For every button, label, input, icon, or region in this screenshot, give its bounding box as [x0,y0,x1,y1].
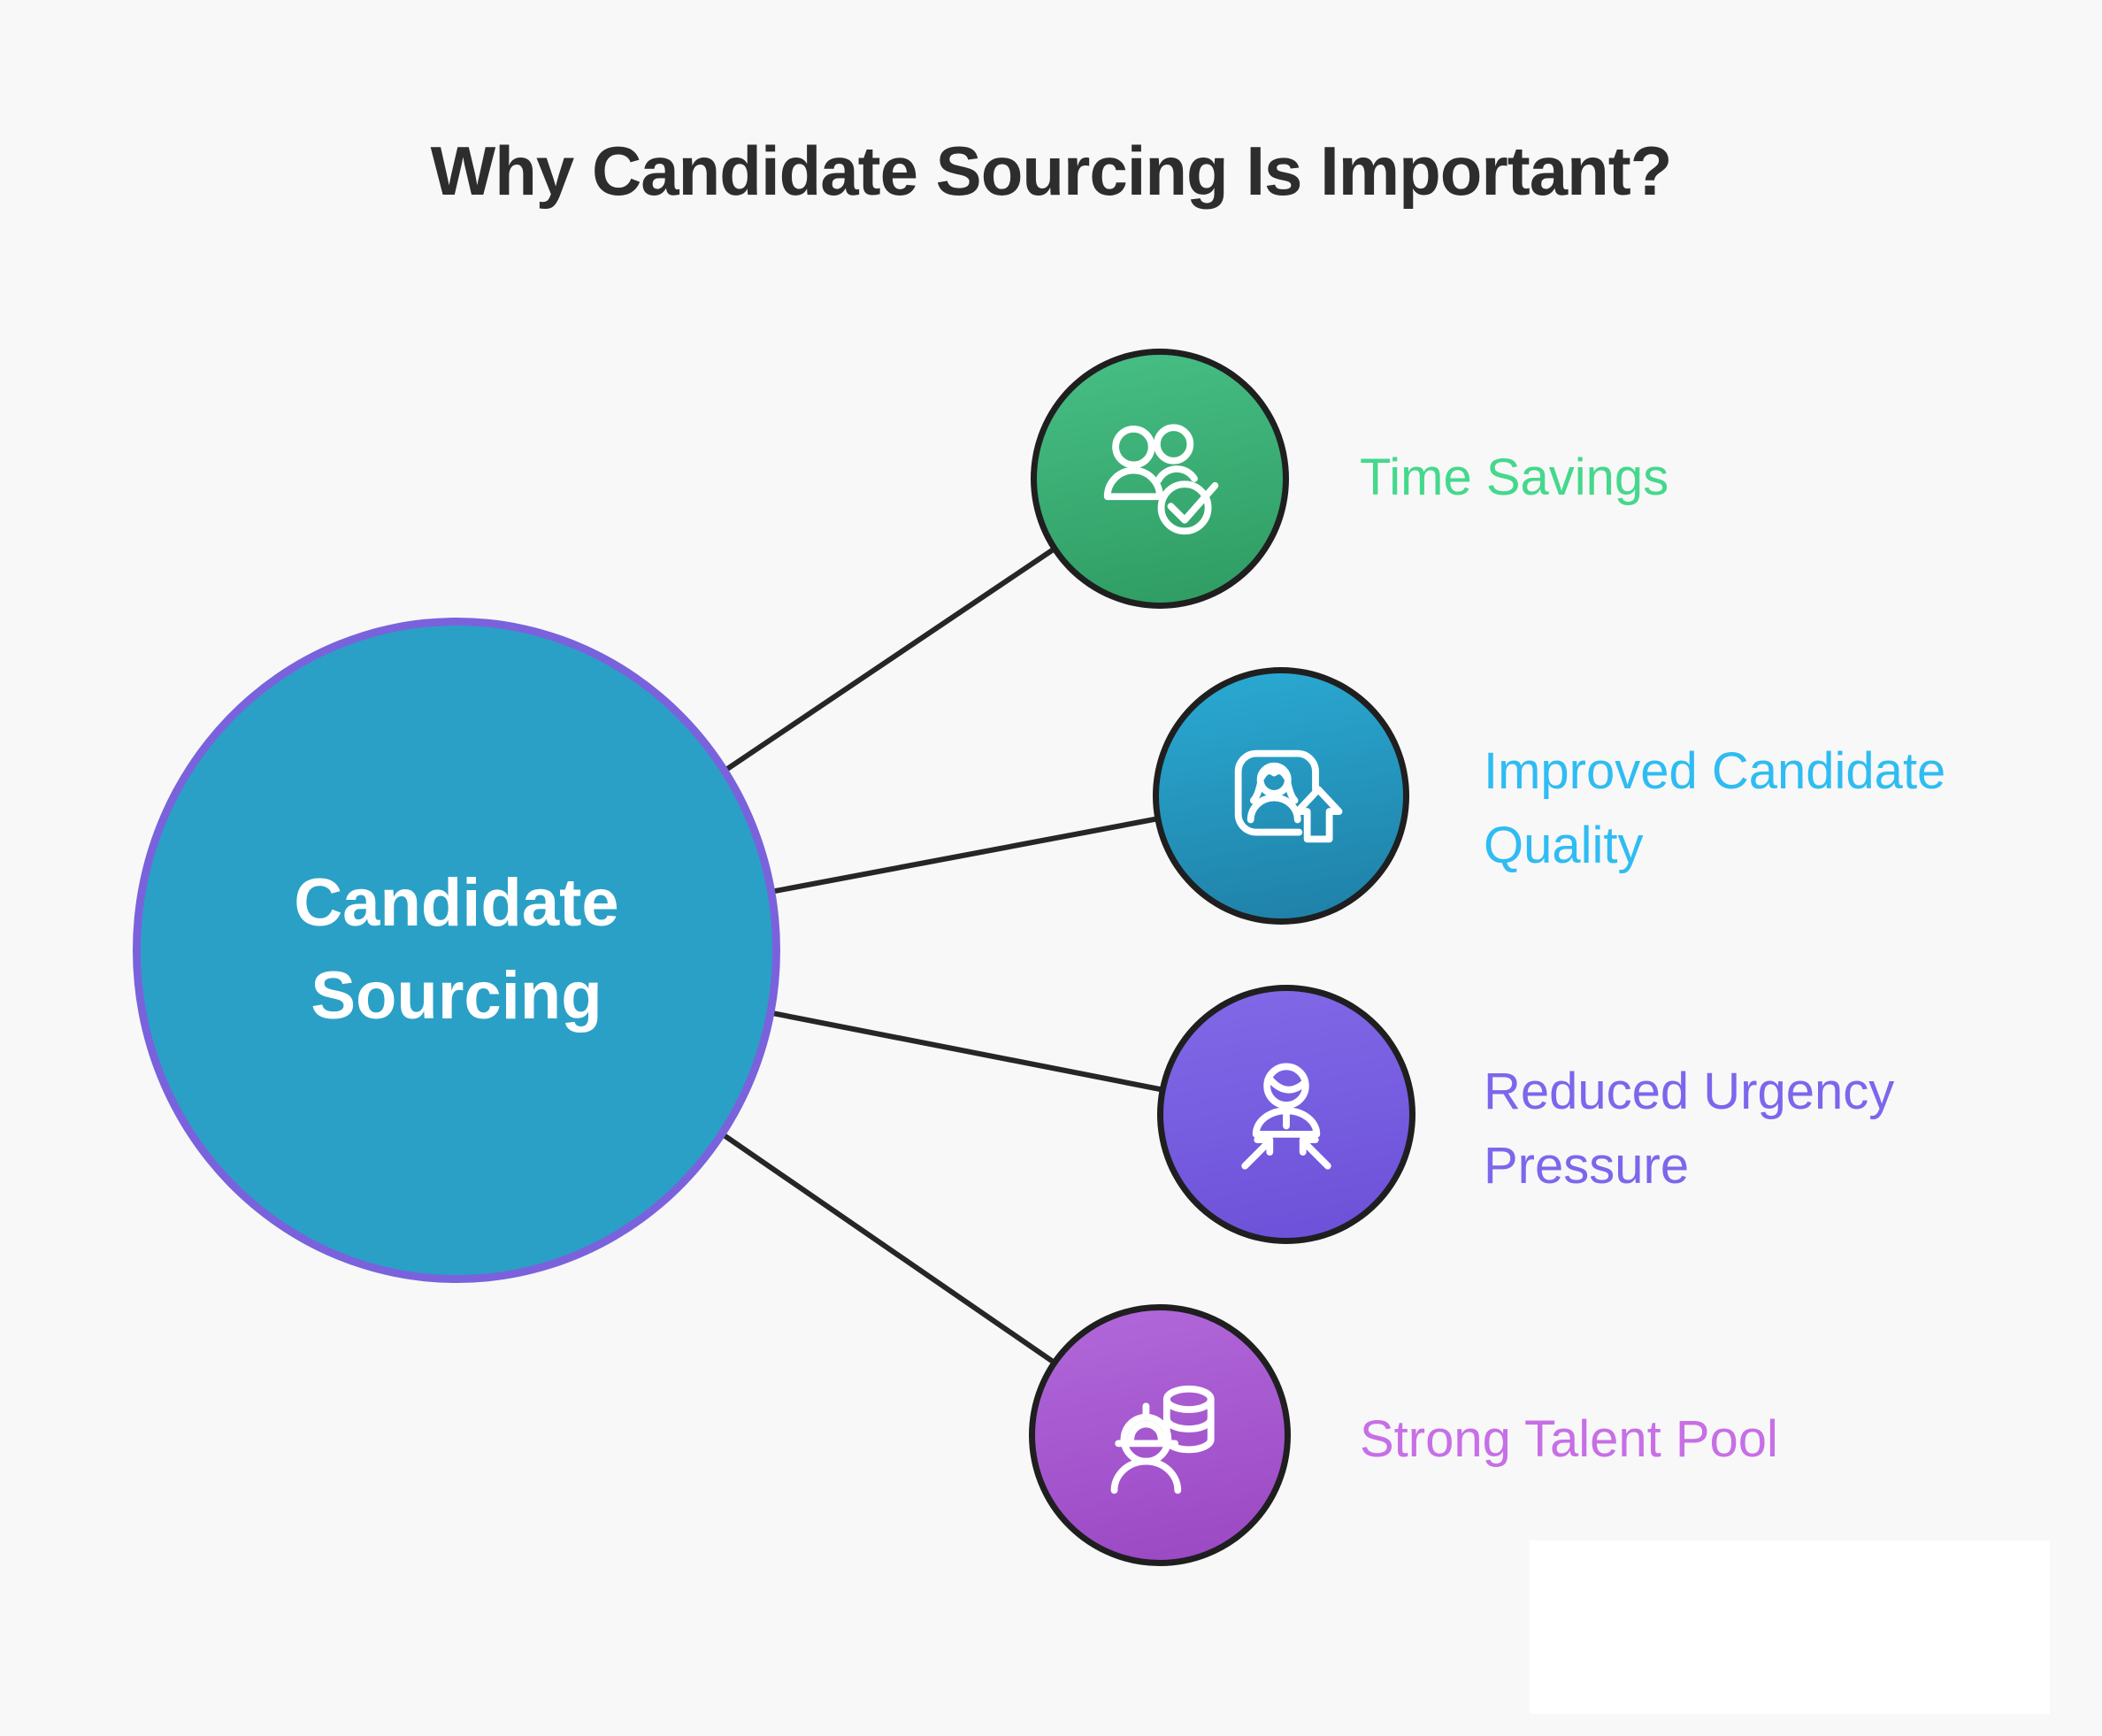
node-label-improved-candidate-quality: Improved Candidate Quality [1484,742,1946,874]
node-label-strong-talent-pool: Strong Talent Pool [1360,1410,1778,1468]
watermark-box [1530,1540,2050,1714]
page-title: Why Candidate Sourcing Is Important? [430,132,1673,210]
team-check-icon [1103,424,1219,535]
node-label-reduced-urgency-pressure: Reduced Urgency Pressure [1484,1063,1895,1194]
central-node-candidate-sourcing: Candidate Sourcing [133,618,780,1283]
central-node-label: Candidate Sourcing [294,865,619,1033]
profile-upgrade-icon [1234,749,1343,842]
node-label-time-savings: Time Savings [1360,449,1669,506]
node-circle-improved-candidate-quality [1153,667,1409,925]
node-circle-strong-talent-pool [1029,1304,1291,1566]
person-database-icon [1110,1385,1215,1494]
node-circle-time-savings [1031,349,1289,609]
person-converging-arrows-icon [1241,1063,1331,1170]
node-circle-reduced-urgency-pressure [1157,985,1415,1244]
